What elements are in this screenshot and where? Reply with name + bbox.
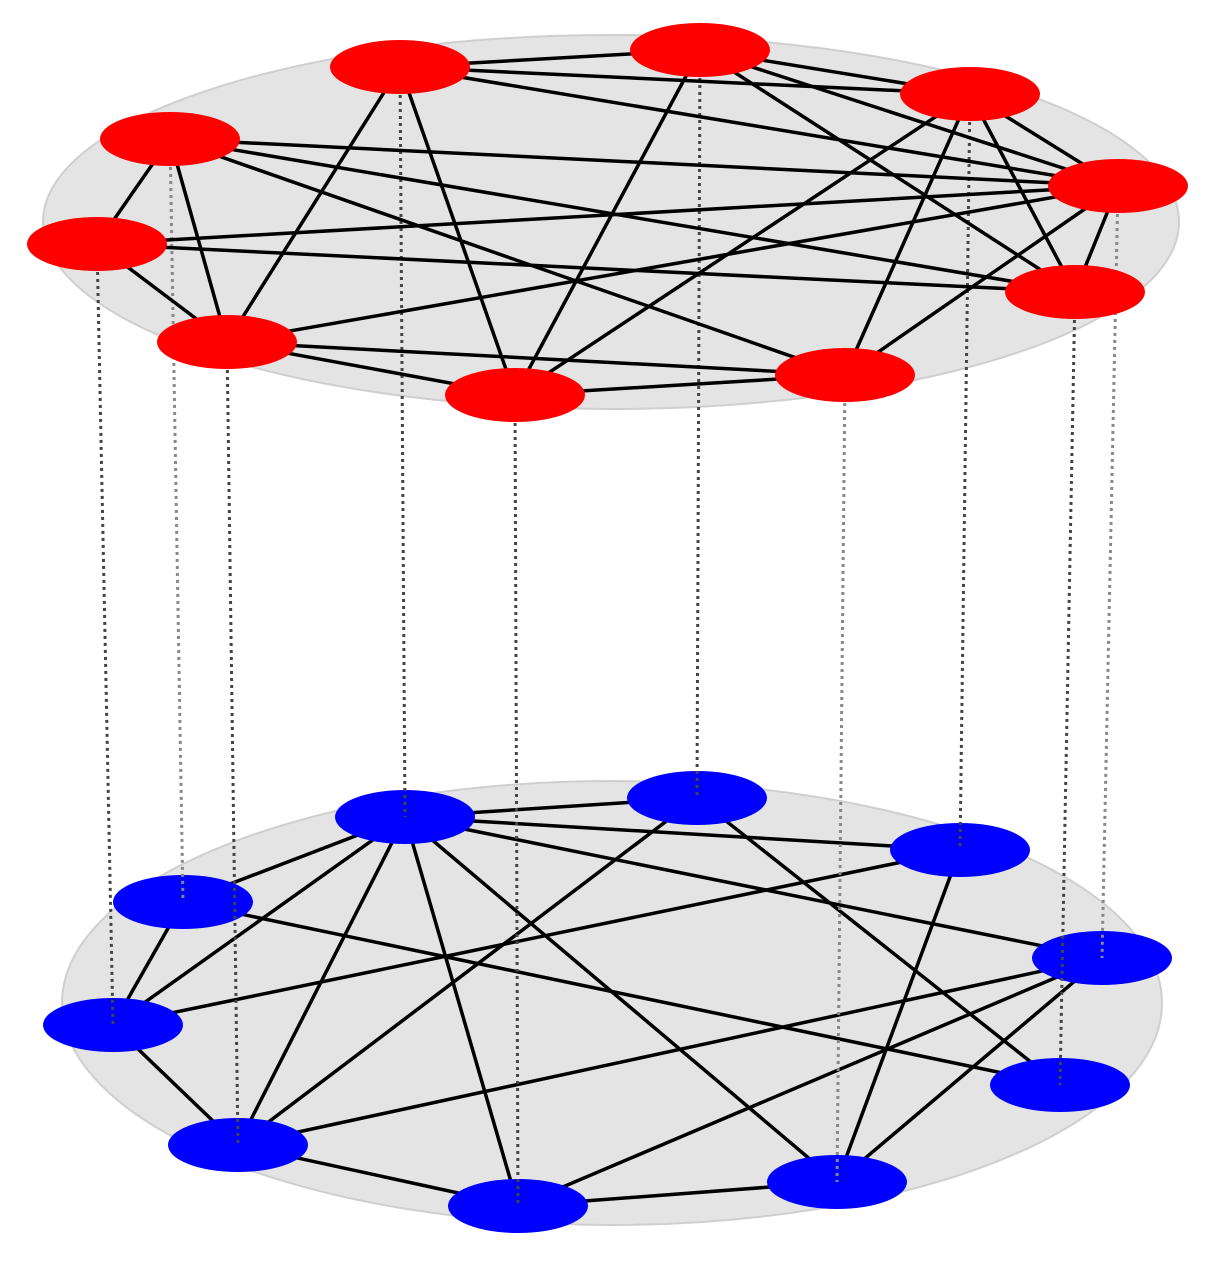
bottom-node-8 (43, 998, 183, 1052)
top-edge-2-6 (513, 92, 972, 397)
top-edge-0-6 (398, 65, 517, 397)
top-edge-1-3 (698, 48, 1120, 188)
top-edge-4-9 (168, 137, 1077, 294)
bottom-edge-1-7 (236, 796, 699, 1147)
top-layer-plane (42, 34, 1180, 410)
top-node-4 (1005, 265, 1145, 319)
top-edge-1-6 (513, 48, 702, 397)
interlayer-link-4 (1058, 291, 1077, 1086)
interlayer-link-7 (225, 341, 240, 1146)
top-node-9 (100, 112, 240, 166)
top-node-7 (157, 315, 297, 369)
top-edge-3-8 (95, 184, 1120, 246)
top-edge-0-3 (398, 65, 1120, 188)
bottom-edge-0-6 (403, 815, 520, 1208)
top-node-8 (27, 217, 167, 271)
top-edge-4-8 (95, 242, 1077, 294)
bottom-edge-3-6 (516, 956, 1104, 1208)
top-edge-7-9 (168, 137, 229, 344)
top-edge-5-7 (225, 340, 847, 377)
interlayer-link-9 (168, 138, 185, 903)
layer-planes (42, 34, 1180, 1226)
top-edge-3-5 (843, 184, 1120, 377)
top-edge-3-9 (168, 137, 1120, 188)
bottom-edge-0-5 (403, 815, 839, 1184)
top-layer-nodes (27, 23, 1188, 422)
top-edge-2-5 (843, 92, 972, 377)
interlayer-link-5 (835, 374, 847, 1183)
interlayer-link-2 (958, 93, 972, 851)
top-node-2 (900, 67, 1040, 121)
bottom-node-1 (627, 771, 767, 825)
bottom-edge-0-8 (111, 815, 407, 1027)
bottom-edge-0-2 (403, 815, 962, 852)
top-node-5 (775, 348, 915, 402)
top-node-0 (330, 40, 470, 94)
top-edge-3-7 (225, 184, 1120, 344)
top-node-3 (1048, 159, 1188, 213)
bottom-edge-0-3 (403, 815, 1104, 960)
top-node-6 (445, 368, 585, 422)
top-node-1 (630, 23, 770, 77)
bottom-node-7 (168, 1118, 308, 1172)
bottom-edge-3-5 (835, 956, 1104, 1184)
bottom-layer-plane (61, 780, 1163, 1226)
bottom-edge-2-5 (835, 848, 962, 1184)
bottom-edge-4-9 (181, 900, 1062, 1087)
bottom-node-6 (448, 1179, 588, 1233)
interlayer-links (95, 49, 1120, 1207)
interlayer-link-1 (695, 49, 702, 799)
top-edge-1-4 (698, 48, 1077, 294)
bottom-edge-3-7 (236, 956, 1104, 1147)
interlayer-link-6 (513, 394, 520, 1207)
interlayer-link-3 (1100, 185, 1120, 959)
top-edge-5-9 (168, 137, 847, 377)
bottom-edge-1-4 (695, 796, 1062, 1087)
interlayer-link-0 (398, 66, 407, 818)
interlayer-link-8 (95, 243, 115, 1026)
bottom-edge-2-8 (111, 848, 962, 1027)
top-edge-0-7 (225, 65, 402, 344)
